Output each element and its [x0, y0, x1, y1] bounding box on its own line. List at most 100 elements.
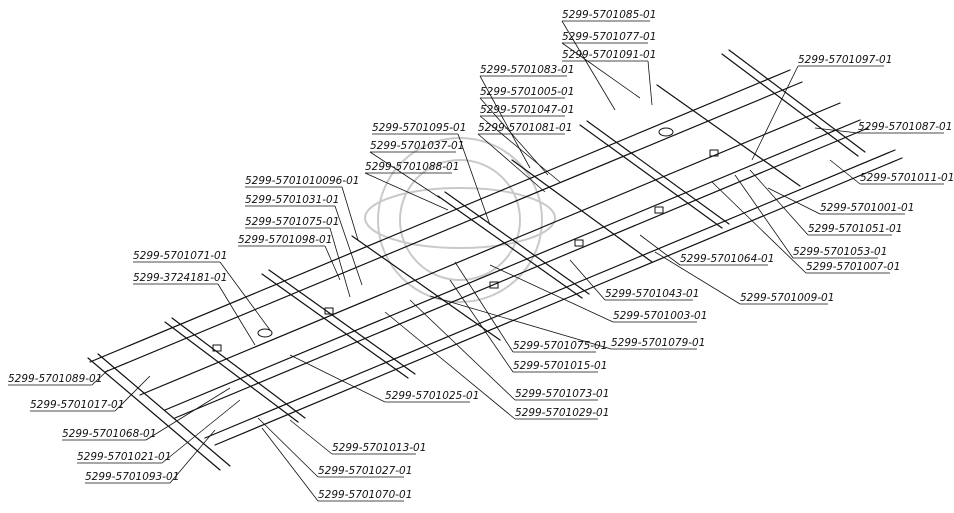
part-number-label: 5299-5701071-01: [133, 250, 227, 262]
leader-line: [489, 264, 614, 323]
part-number-label: 5299-5701025-01: [385, 390, 479, 402]
cross-member: [261, 273, 409, 379]
part-number-label: 5299-5701043-01: [605, 288, 699, 300]
part-number-label: 5299-5701047-01: [480, 104, 574, 116]
part-number-label: 5299-5701003-01: [613, 310, 707, 322]
bracket: [489, 281, 499, 289]
leader-line: [711, 181, 807, 274]
cross-member: [87, 357, 221, 471]
leader-line: [639, 234, 681, 266]
watermark: [364, 137, 556, 303]
leader-line: [477, 133, 546, 193]
part-number-label: 5299-5701098-01: [238, 234, 332, 246]
cross-member: [656, 84, 801, 187]
part-number-label: 5299-5701053-01: [793, 246, 887, 258]
cross-member: [437, 195, 583, 299]
cross-member: [171, 317, 306, 419]
bracket: [212, 344, 222, 352]
part-number-label: 5299-5701005-01: [480, 86, 574, 98]
cross-member: [164, 321, 299, 423]
longitudinal-beam: [104, 81, 803, 373]
part-number-label: 5299-5701075-01: [513, 340, 607, 352]
longitudinal-beam: [164, 119, 861, 411]
leader-line: [409, 299, 516, 401]
part-number-label: 5299-5701088-01: [365, 161, 459, 173]
opening: [658, 127, 674, 137]
longitudinal-beam: [89, 69, 791, 363]
part-number-label: 5299-5701027-01: [318, 465, 412, 477]
part-number-label: 5299-3724181-01: [133, 272, 227, 284]
part-number-label: 5299-5701009-01: [740, 292, 834, 304]
part-number-label: 5299-5701073-01: [515, 388, 609, 400]
cross-member: [444, 191, 590, 295]
part-number-label: 5299-5701093-01: [85, 471, 179, 483]
leader-line: [751, 65, 799, 161]
leader-line: [479, 97, 549, 176]
cross-member: [579, 124, 723, 229]
leader-line: [289, 419, 333, 455]
part-number-label: 5299-5701037-01: [370, 140, 464, 152]
part-number-label: 5299-5701091-01: [562, 49, 656, 61]
leader-line: [261, 427, 319, 502]
part-number-label: 5299-5701089-01: [8, 373, 102, 385]
leader-line: [114, 375, 151, 412]
leader-line: [384, 311, 516, 420]
longitudinal-beam: [139, 102, 841, 396]
floor-frame: [87, 49, 903, 471]
part-number-label: 5299-5701021-01: [77, 451, 171, 463]
leader-line: [814, 127, 859, 134]
cross-member: [97, 353, 231, 467]
part-number-label: 5299-5701095-01: [372, 122, 466, 134]
bracket: [324, 307, 334, 315]
longitudinal-beam: [204, 149, 896, 439]
part-number-label: 5299-5701075-01: [245, 216, 339, 228]
part-number-label: 5299-5701051-01: [808, 223, 902, 235]
part-number-label: 5299-5701081-01: [478, 122, 572, 134]
leader-line: [334, 205, 363, 286]
bracket: [709, 149, 719, 157]
leader-line: [647, 60, 653, 106]
leader-line: [341, 186, 359, 241]
leader-line: [364, 172, 449, 211]
part-number-label: 5299-5701079-01: [611, 337, 705, 349]
part-number-label: 5299-5701068-01: [62, 428, 156, 440]
cross-member: [728, 49, 866, 153]
leader-line: [767, 187, 821, 215]
leader-line: [145, 387, 231, 441]
leader-line: [829, 159, 861, 185]
leader-line: [479, 115, 561, 183]
leader-line: [479, 75, 531, 169]
part-number-label: 5299-5701097-01: [798, 54, 892, 66]
part-number-label: 5299-5701085-01: [562, 9, 656, 21]
cross-member: [351, 235, 501, 341]
leader-line: [329, 227, 351, 298]
part-number-label: 5299-5701064-01: [680, 253, 774, 265]
leader-line: [561, 20, 616, 111]
cross-member: [586, 120, 730, 225]
part-number-label: 5299-5701017-01: [30, 399, 124, 411]
bracket: [574, 239, 584, 247]
part-number-label: 5299-5701029-01: [515, 407, 609, 419]
part-number-label: 5299-5701007-01: [806, 261, 900, 273]
cross-member: [268, 269, 416, 375]
part-number-label: 5299-5701013-01: [332, 442, 426, 454]
leader-line: [457, 133, 491, 226]
part-number-label: 5299-5701010096-01: [245, 175, 359, 187]
leader-line: [454, 261, 514, 353]
part-number-label: 5299-5701083-01: [480, 64, 574, 76]
opening: [257, 328, 273, 338]
cross-member: [721, 53, 859, 157]
callout-labels: 5299-5701085-01 5299-5701077-01 5299-57010…: [8, 9, 954, 501]
part-number-label: 5299-5701077-01: [562, 31, 656, 43]
part-number-label: 5299-5701070-01: [318, 489, 412, 501]
leader-line: [734, 174, 794, 259]
leader-line: [369, 151, 441, 199]
leader-line: [219, 261, 271, 331]
longitudinal-beam: [214, 157, 903, 446]
cross-member: [511, 159, 653, 263]
leader-line: [91, 369, 109, 386]
leader-line: [257, 417, 319, 478]
leader-line: [429, 295, 612, 350]
leader-lines: [8, 20, 944, 502]
